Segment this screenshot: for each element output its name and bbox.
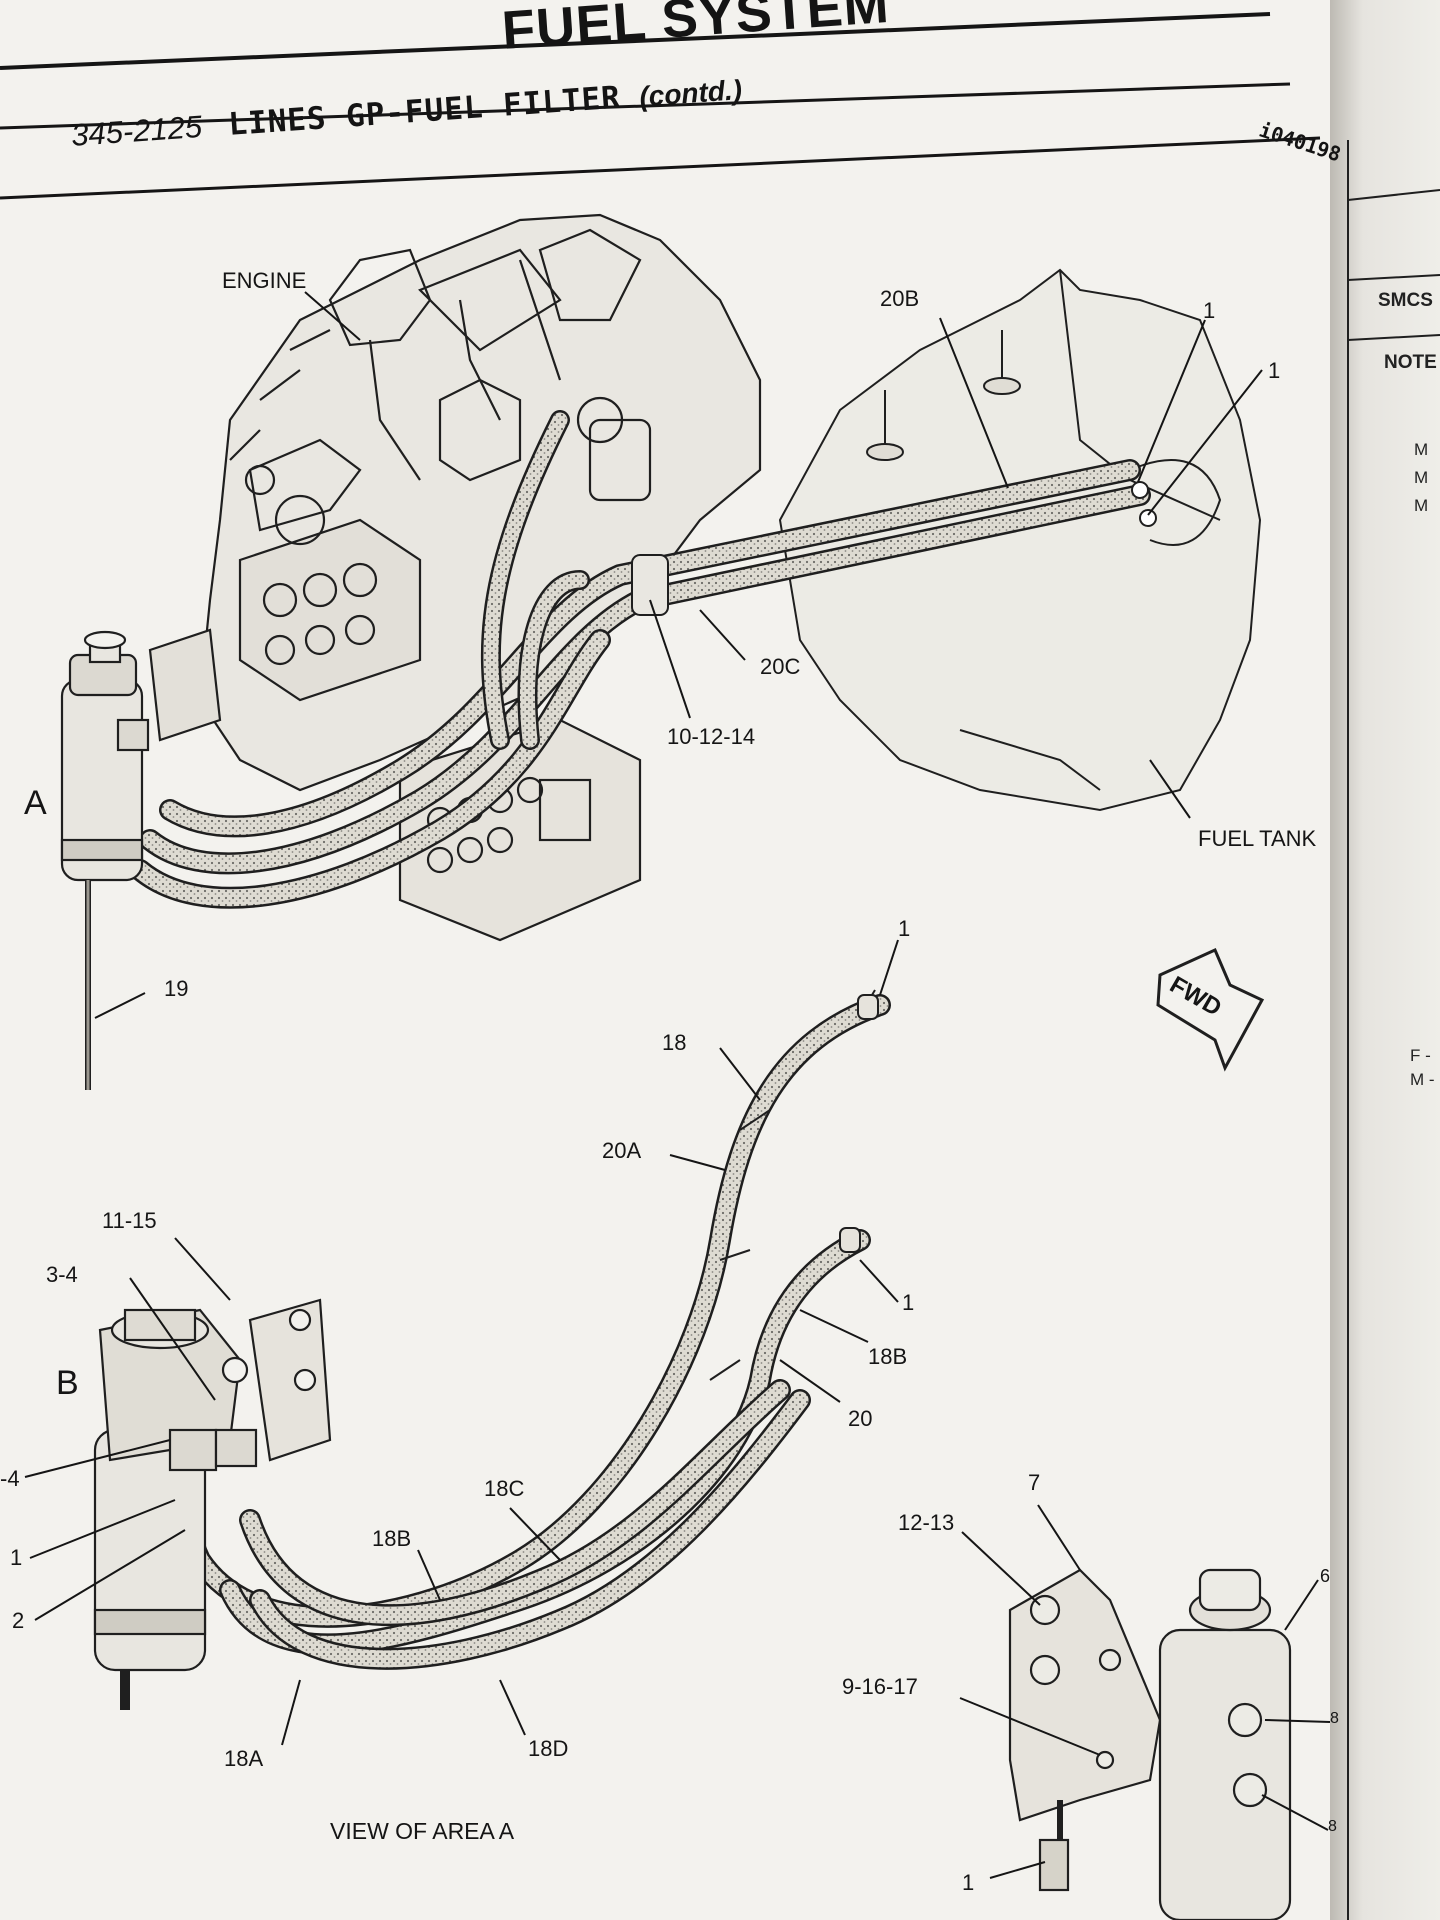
callout-18: 18 (662, 1030, 687, 1055)
callout-18c: 18C (484, 1476, 525, 1501)
callout-1-top-b: 1 (1268, 358, 1281, 383)
callout-4-left: -4 (0, 1466, 20, 1491)
m-entry-2: M (1414, 468, 1429, 487)
callout-12-13: 12-13 (898, 1510, 955, 1535)
smcs-label: SMCS (1378, 290, 1433, 311)
adjacent-page: SMCS NOTE M M M F - M - (1340, 140, 1440, 1920)
callout-7: 7 (1028, 1470, 1041, 1495)
callout-engine: ENGINE (222, 268, 307, 293)
callout-20a: 20A (602, 1138, 642, 1163)
callout-1-mid: 1 (898, 916, 911, 941)
view-caption: VIEW OF AREA A (330, 1818, 515, 1844)
callout-18a: 18A (224, 1746, 264, 1771)
callout-fuel-tank: FUEL TANK (1198, 826, 1317, 851)
callout-10-12-14: 10-12-14 (667, 724, 756, 749)
tank-studs (866, 330, 1021, 461)
callout-18d: 18D (528, 1736, 569, 1761)
m-entry-bottom: M - (1410, 1070, 1435, 1089)
callout-1-right: 1 (902, 1290, 915, 1315)
callout-3-4: 3-4 (46, 1262, 78, 1287)
f-entry: F - (1410, 1046, 1431, 1065)
fuel-filter-lines-diagram (24, 213, 1330, 1920)
forward-arrow (1156, 948, 1265, 1072)
callout-19: 19 (164, 976, 189, 1001)
callout-11-15: 11-15 (102, 1208, 157, 1233)
callout-8-bottom: 8 (1328, 1818, 1337, 1835)
callout-1-bottom: 1 (962, 1870, 975, 1895)
m-entry-3: M (1414, 496, 1429, 515)
header-rules (0, 12, 1321, 200)
callout-20: 20 (848, 1406, 873, 1431)
callout-2-left: 2 (12, 1608, 25, 1633)
callout-20b: 20B (880, 286, 920, 311)
callout-6: 6 (1320, 1566, 1331, 1586)
fuel-filter-b (93, 1298, 332, 1710)
callout-leaders (24, 291, 1330, 1879)
top-fuel-hoses (129, 410, 1157, 909)
callout-18b-right: 18B (868, 1344, 908, 1369)
callout-8-top: 8 (1330, 1710, 1339, 1727)
area-a-marker: A (24, 784, 47, 822)
callout-18b-left: 18B (372, 1526, 412, 1551)
callout-9-16-17: 9-16-17 (842, 1674, 918, 1699)
header: FUEL SYSTEM 345-2125 LINES GP-FUEL FILTE… (0, 0, 1344, 200)
fuel-filter-a (60, 628, 222, 1090)
callout-1-left: 1 (10, 1545, 23, 1570)
adjacent-page-rules (1347, 140, 1440, 1920)
m-entry-1: M (1414, 440, 1429, 459)
callout-20c: 20C (760, 654, 801, 679)
fuel-filter-bracket-assembly (1008, 1568, 1292, 1920)
note-label: NOTE (1384, 352, 1437, 373)
callout-1-top-a: 1 (1203, 298, 1216, 323)
fuel-tank-illustration (778, 268, 1262, 812)
area-b-marker: B (56, 1364, 79, 1402)
